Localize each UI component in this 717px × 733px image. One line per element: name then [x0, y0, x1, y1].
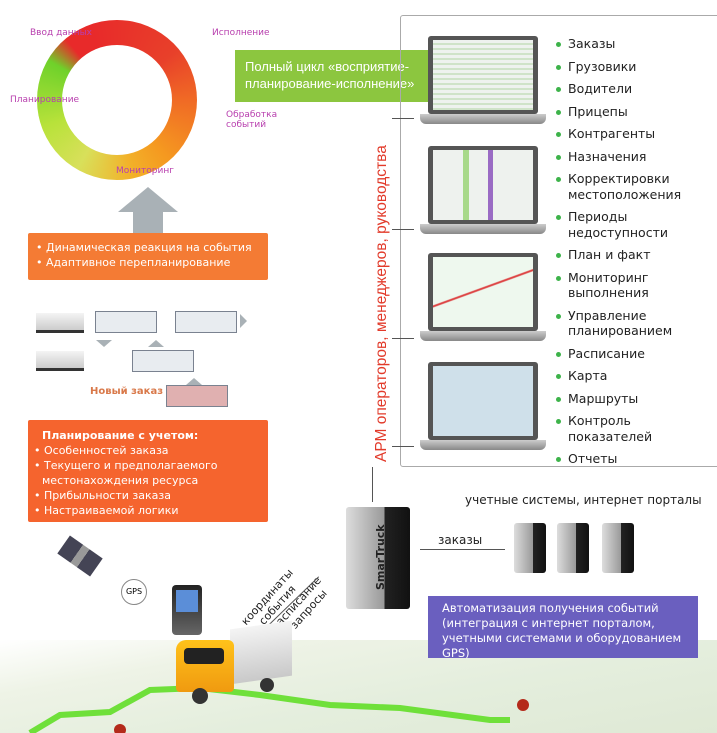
- truck-icon: [36, 313, 84, 333]
- bullet-item: • Текущего и предполагаемого местонахожд…: [34, 459, 218, 487]
- wheel-icon: [192, 688, 208, 704]
- feature-item: Маршруты: [556, 391, 717, 407]
- feature-item: План и факт: [556, 247, 717, 263]
- cycle-label: Мониторинг: [116, 166, 174, 176]
- planning-title: Планирование с учетом:: [42, 429, 199, 442]
- laptop-gantt-screen: [420, 146, 546, 236]
- vertical-label: АРМ операторов, менеджеров, руководства: [373, 145, 390, 462]
- external-server-icon: [557, 523, 589, 573]
- laptop-orders-screen: [420, 36, 546, 126]
- wheel-icon: [260, 678, 274, 692]
- up-triangle-icon: [186, 378, 202, 385]
- double-arrow-icon: [420, 549, 505, 550]
- laptop-chart-screen: [420, 253, 546, 343]
- new-order-block: [166, 385, 228, 407]
- feature-item: Мониторинг выполнения: [556, 270, 688, 301]
- arrow-right-icon: [392, 446, 414, 447]
- gps-badge: GPS: [121, 579, 147, 605]
- feature-item: Назначения: [556, 149, 717, 165]
- feature-item: Заказы: [556, 36, 717, 52]
- right-triangle-icon: [240, 314, 247, 328]
- feature-item: Периоды недоступности: [556, 209, 688, 240]
- truck-icon: [36, 351, 84, 371]
- arrow-right-icon: [392, 229, 414, 230]
- server-label: SmarTruck: [374, 524, 387, 590]
- bullet-item: • Прибыльности заказа: [34, 489, 171, 502]
- cycle-label: Ввод данных: [30, 28, 93, 38]
- cycle-diagram: [37, 20, 197, 180]
- external-server-icon: [602, 523, 634, 573]
- arrow-right-icon: [392, 118, 414, 119]
- cycle-label: Исполнение: [212, 28, 270, 38]
- reaction-box: • Динамическая реакция на события • Адап…: [28, 233, 268, 280]
- up-triangle-icon: [148, 340, 164, 347]
- orders-label: заказы: [438, 533, 483, 547]
- feature-item: Грузовики: [556, 59, 717, 75]
- truck-cab-icon: [176, 640, 234, 692]
- cycle-label: Планирование: [10, 95, 80, 105]
- pda-icon: [172, 585, 202, 635]
- automation-box: Автоматизация получения событий (интегра…: [428, 596, 698, 660]
- feature-item: Контрагенты: [556, 126, 717, 142]
- feature-list: Заказы Грузовики Водители Прицепы Контра…: [556, 36, 717, 467]
- truck-trailer: [230, 620, 292, 685]
- feature-item: Отчеты: [556, 451, 717, 467]
- feature-item: Расписание: [556, 346, 717, 362]
- bullet-item: • Адаптивное перепланирование: [36, 256, 231, 269]
- external-systems-label: учетные системы, интернет порталы: [465, 493, 702, 507]
- feature-item: Управление планированием: [556, 308, 698, 339]
- down-triangle-icon: [96, 340, 112, 347]
- schedule-block: [175, 311, 237, 333]
- feature-item: Контроль показателей: [556, 413, 717, 444]
- arrow-right-icon: [392, 338, 414, 339]
- arrow-down-icon: [372, 467, 373, 502]
- feature-item: Прицепы: [556, 104, 717, 120]
- schedule-block: [95, 311, 157, 333]
- cycle-label: Обработка событий: [226, 110, 278, 130]
- schedule-block: [132, 350, 194, 372]
- up-arrow-stem: [133, 212, 163, 233]
- up-arrow-icon: [118, 187, 178, 212]
- planning-box: Планирование с учетом: • Особенностей за…: [28, 420, 268, 532]
- feature-item: Карта: [556, 368, 717, 384]
- bullet-item: • Настраиваемой логики планирования: [34, 504, 179, 532]
- headline-box: Полный цикл «восприятие-планирование-исп…: [235, 50, 440, 102]
- laptop-map-screen: [420, 362, 546, 452]
- workstations-panel: [400, 15, 717, 467]
- feature-item: Корректировки местоположения: [556, 171, 708, 202]
- smartruck-server-icon: [346, 507, 410, 609]
- satellite-icon: [57, 535, 103, 577]
- bullet-item: • Особенностей заказа: [34, 444, 169, 457]
- feature-item: Водители: [556, 81, 717, 97]
- bullet-item: • Динамическая реакция на события: [36, 241, 252, 254]
- new-order-label: Новый заказ: [90, 386, 164, 397]
- external-server-icon: [514, 523, 546, 573]
